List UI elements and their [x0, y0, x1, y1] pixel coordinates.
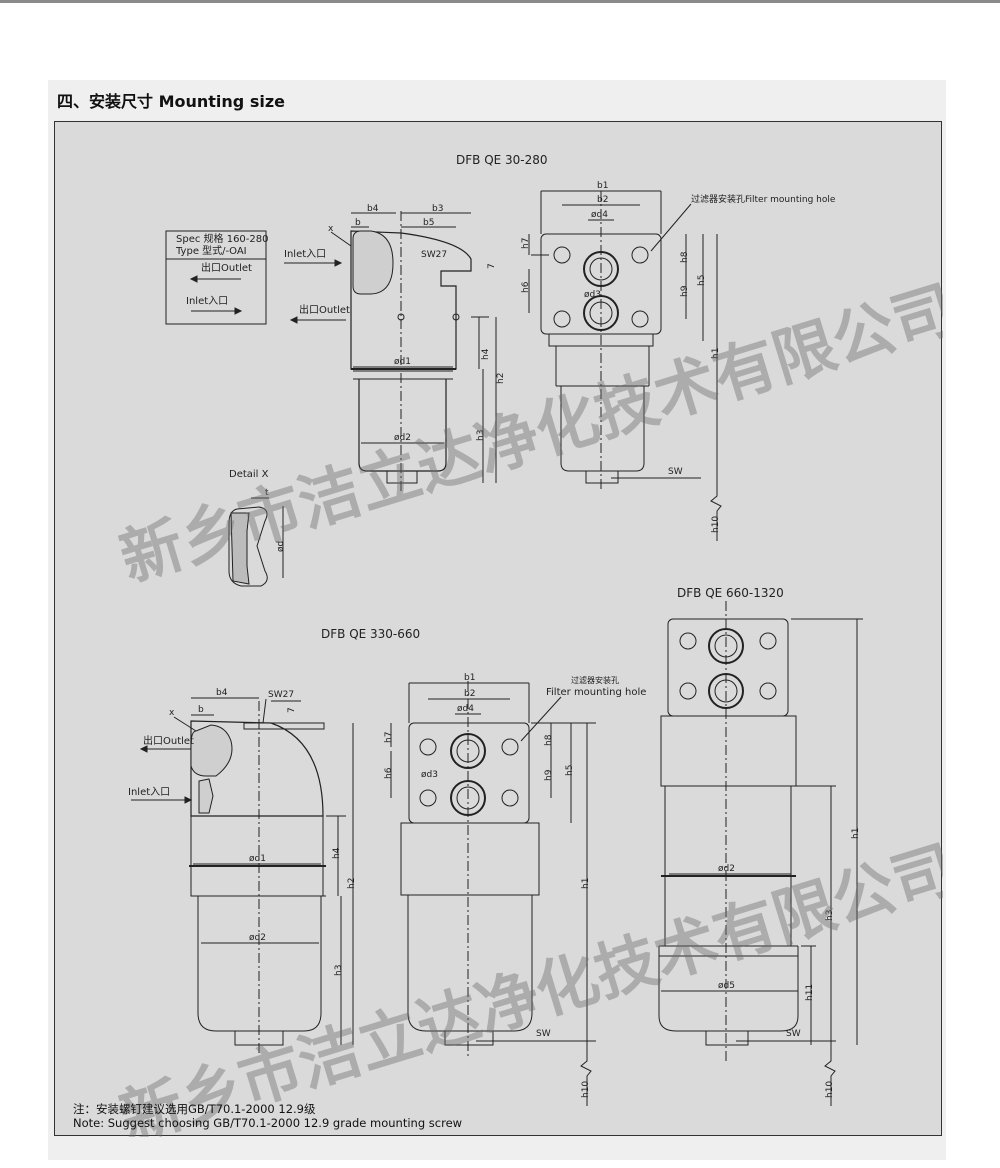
drawing-label: Inlet入口 — [128, 787, 170, 798]
note-cn: 注：安装螺钉建议选用GB/T70.1-2000 12.9级 — [73, 1102, 316, 1116]
note-en: Note: Suggest choosing GB/T70.1-2000 12.… — [73, 1116, 463, 1130]
drawing-label: ød2 — [394, 433, 411, 443]
drawing-label: SW — [668, 467, 683, 477]
drawing-label: 过滤器安装孔 — [571, 675, 619, 685]
drawing-label: b3 — [432, 204, 443, 214]
drawing-label: ød3 — [421, 770, 438, 780]
drawing-label: x — [169, 708, 175, 718]
drawing-label: h8 — [680, 251, 690, 263]
drawing-label: Detail X — [229, 469, 269, 480]
drawing-label: h3 — [825, 910, 835, 921]
drawing-label: h2 — [496, 373, 506, 384]
title-top: DFB QE 30-280 — [456, 153, 548, 167]
drawing-label: h4 — [481, 348, 491, 360]
drawing-label: ød5 — [718, 981, 735, 991]
watermark-lower: 新乡市洁立达净化技术有限公司 — [112, 832, 943, 1137]
drawing-label: ød3 — [584, 290, 601, 300]
mid-front-view: b1 b2 ød4 ød3 过滤器安装孔 Filter mounting hol… — [384, 673, 646, 1106]
drawing-label: SW — [786, 1029, 801, 1039]
drawing-label: 新乡市洁立达净化技术有限公司 — [112, 832, 943, 1137]
drawing-label: Inlet入口 — [186, 296, 228, 307]
top-side-view: DFB QE 30-280 b4 b3 b b5 x SW27 7 ød1 ød… — [328, 153, 548, 491]
drawing-label: ød2 — [718, 864, 735, 874]
mounting-drawing-frame: DFB QE 30-280 b4 b3 b b5 x SW27 7 ød1 ød… — [54, 121, 943, 1137]
drawing-label: 7 — [287, 707, 297, 713]
drawing-label: h10 — [581, 1081, 591, 1098]
drawing-label: 过滤器安装孔Filter mounting hole — [691, 193, 836, 205]
drawing-label: b4 — [367, 204, 379, 214]
drawing-label: Spec 规格 160-280 — [176, 232, 269, 245]
drawing-label: Filter mounting hole — [546, 687, 646, 698]
drawing-label: h3 — [334, 965, 344, 976]
drawing-label: ød4 — [457, 704, 474, 714]
drawing-label: h11 — [805, 984, 815, 1001]
detail-x: Detail X t ød — [228, 469, 286, 587]
drawing-label: b1 — [464, 673, 475, 683]
drawing-label: h10 — [825, 1081, 835, 1098]
drawing-label: h8 — [544, 734, 554, 746]
drawing-label: b2 — [464, 689, 475, 699]
drawing-label: DFB QE 330-660 — [321, 627, 420, 641]
drawing-label: h5 — [697, 275, 707, 286]
drawing-label: 出口Outlet — [201, 261, 252, 274]
drawing-label: b — [198, 705, 204, 715]
drawing-label: h3 — [476, 430, 486, 441]
drawing-label: h10 — [711, 516, 721, 533]
drawing-label: x — [328, 224, 334, 234]
drawing-label: ød2 — [249, 933, 266, 943]
drawing-label: b5 — [423, 218, 434, 228]
drawing-label: h1 — [851, 828, 861, 839]
drawing-label: 出口Outlet — [299, 303, 350, 316]
drawing-label: h6 — [384, 767, 394, 779]
drawing-label: h1 — [581, 878, 591, 889]
drawing-label: ød — [276, 541, 286, 552]
drawing-label: h2 — [347, 878, 357, 889]
drawing-label: h1 — [711, 348, 721, 359]
drawing-label: t — [265, 488, 269, 498]
spec-type-box: Spec 规格 160-280 Type 型式/-OAI 出口Outlet In… — [165, 230, 350, 325]
drawing-label: h5 — [565, 765, 575, 776]
drawing-label: b2 — [597, 195, 608, 205]
drawing-label: 出口Outlet — [143, 734, 194, 747]
large-front-view: DFB QE 660-1320 ød2 ød5 h1 h3 h11 SW h10 — [658, 586, 863, 1106]
drawing-label: DFB QE 660-1320 — [677, 586, 784, 600]
drawing-label: h7 — [521, 238, 531, 249]
drawing-label: 7 — [487, 263, 497, 269]
drawing-label: SW27 — [421, 250, 447, 260]
mounting-drawing: DFB QE 30-280 b4 b3 b b5 x SW27 7 ød1 ød… — [112, 153, 943, 1137]
mid-side-view: DFB QE 330-660 b4 b SW27 7 x 出口Outlet In… — [128, 627, 420, 1056]
drawing-label: ød1 — [394, 357, 411, 367]
drawing-label: b — [355, 218, 361, 228]
drawing-label: b4 — [216, 688, 228, 698]
top-front-view: b1 b2 ød4 ød3 过滤器安装孔Filter mounting hole… — [521, 181, 836, 541]
drawing-label: h7 — [384, 732, 394, 743]
drawing-label: h6 — [521, 281, 531, 293]
mounting-note: 注：安装螺钉建议选用GB/T70.1-2000 12.9级 Note: Sugg… — [73, 1102, 462, 1130]
drawing-label: b1 — [597, 181, 608, 191]
drawing-label: h9 — [680, 285, 690, 297]
top-rule — [0, 0, 1000, 3]
drawing-label: SW — [536, 1029, 551, 1039]
drawing-label: 新乡市洁立达净化技术有限公司 — [112, 272, 943, 596]
drawing-label: h9 — [544, 769, 554, 781]
drawing-label: SW27 — [268, 690, 294, 700]
drawing-label: h4 — [332, 847, 342, 859]
watermark-upper: 新乡市洁立达净化技术有限公司 — [112, 272, 943, 596]
drawing-label: Type 型式/-OAI — [175, 244, 247, 257]
drawing-label: ød4 — [591, 210, 608, 220]
drawing-label: ød1 — [249, 854, 266, 864]
section-heading: 四、安装尺寸 Mounting size — [57, 92, 285, 111]
drawing-label: Inlet入口 — [284, 249, 326, 260]
